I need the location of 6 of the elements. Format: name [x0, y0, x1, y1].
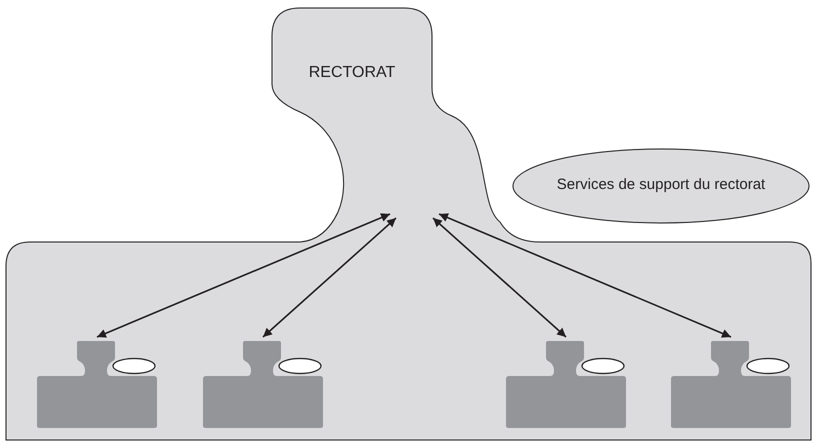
double-arrow — [262, 217, 397, 338]
node-title: RECTORAT — [308, 64, 396, 82]
node-label: Services de support du rectorat — [556, 176, 766, 193]
double-arrow — [438, 213, 732, 338]
double-arrow — [96, 213, 390, 338]
double-arrow — [432, 217, 567, 338]
